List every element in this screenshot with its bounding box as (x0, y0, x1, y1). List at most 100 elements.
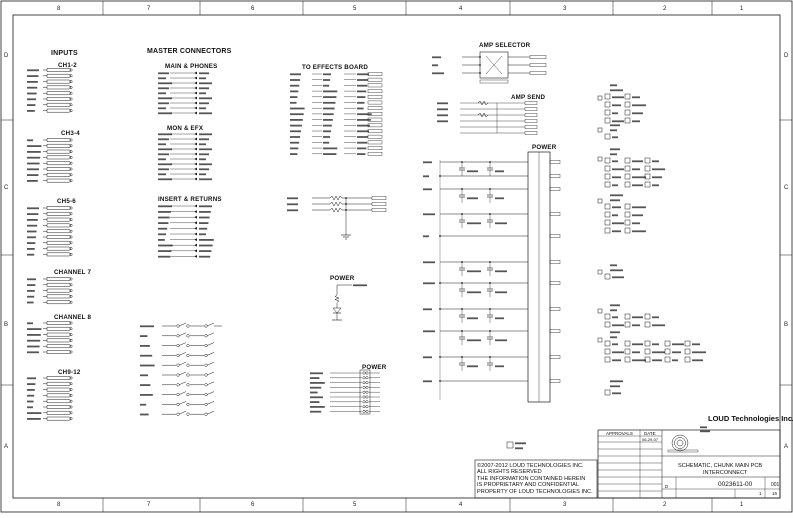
input-net-label (27, 213, 39, 215)
input-net-label (27, 75, 39, 77)
cap-value (495, 197, 504, 200)
fx-net-label (290, 90, 299, 93)
option-checkbox (604, 356, 611, 363)
send-net-label (437, 102, 448, 105)
arrow (194, 215, 197, 219)
switch-net-label (140, 345, 150, 347)
input-net-label (27, 236, 36, 239)
ch9-12-pin (46, 376, 71, 380)
wire (178, 381, 187, 386)
pin (365, 405, 369, 409)
wire (206, 381, 215, 386)
pin (204, 334, 208, 338)
cap-value (495, 365, 504, 368)
resistor (334, 294, 340, 303)
input-net-label (27, 81, 38, 83)
pin (69, 103, 73, 107)
option-text (632, 112, 643, 115)
ch8-pin (46, 338, 71, 343)
master-net-label (199, 138, 209, 141)
arrow (194, 71, 197, 75)
ch1-2-pin (46, 102, 71, 107)
master-net-label (158, 138, 169, 141)
pin (186, 353, 190, 357)
resistor (329, 201, 343, 207)
fx-pin-num (357, 96, 366, 98)
arrow (194, 162, 197, 166)
rev-value: 001 (771, 482, 780, 488)
cap-value (467, 317, 478, 320)
fx-pin-num (323, 107, 335, 110)
junction (345, 209, 347, 211)
ch1-2-pin (46, 97, 71, 101)
option-checkbox (597, 198, 603, 204)
pin (362, 400, 366, 404)
master-net-label (199, 239, 214, 241)
fx-pin-num (323, 124, 332, 127)
junction (345, 203, 347, 205)
pin (186, 363, 190, 367)
pin (69, 206, 73, 210)
pin (204, 363, 208, 367)
master-net-label (158, 148, 172, 151)
option-text (612, 359, 621, 362)
zone-col-bottom: 4 (459, 502, 463, 508)
ch8-pin (46, 326, 71, 331)
option-text (632, 184, 643, 187)
master-net-label (199, 244, 213, 247)
pin (365, 371, 369, 375)
option-checkbox (644, 356, 651, 363)
pin (69, 300, 73, 304)
pin (365, 395, 369, 399)
input-net-label (27, 242, 36, 244)
power-net-label (310, 396, 323, 399)
title-line2: INTERCONNECT (703, 470, 748, 476)
pin (69, 382, 73, 386)
wire (206, 371, 215, 376)
ch5-6-pin (46, 223, 71, 228)
switch-net-label (140, 374, 148, 377)
power-net-label (310, 410, 322, 413)
logo-ring (671, 434, 689, 452)
switch-net-label (140, 413, 149, 416)
master-net-label (158, 143, 166, 146)
logo-ring (676, 439, 684, 447)
switch-net-label (140, 335, 148, 337)
send-net-label (437, 108, 448, 111)
master-net-label (158, 107, 166, 110)
option-checkbox (644, 165, 651, 172)
input-net-label (27, 139, 33, 142)
master-net-label (199, 112, 212, 115)
send-net-label (437, 120, 448, 123)
master-net-label (158, 102, 169, 105)
input-net-label (27, 168, 39, 171)
option-text (632, 96, 640, 99)
option-text (652, 343, 659, 346)
date-header: DATE (644, 431, 656, 436)
arrow (194, 91, 197, 95)
bus-pin-label (549, 355, 561, 359)
send-flag (524, 119, 538, 123)
ch7-pin (46, 300, 71, 305)
fx-arrow-box (367, 112, 383, 116)
pin (69, 388, 73, 392)
input-net-label (27, 86, 38, 89)
ch1-2-label: CH1-2 (58, 62, 77, 69)
fx-arrow-box (367, 117, 383, 122)
pin (69, 247, 73, 251)
option-checkbox (624, 117, 631, 124)
wire (178, 342, 187, 346)
option-checkbox (597, 337, 603, 343)
fx-arrow-box (367, 123, 383, 128)
fx-pin-num (357, 141, 368, 144)
pin (176, 412, 180, 416)
input-net-label (27, 162, 40, 165)
input-net-label (27, 301, 34, 304)
note-text (515, 447, 523, 450)
pin (69, 138, 73, 142)
master-net-label (158, 244, 173, 247)
zone-col-bottom: 6 (251, 502, 255, 508)
arrow (194, 238, 197, 242)
fx-pin-num (323, 141, 330, 144)
pin (362, 409, 366, 413)
